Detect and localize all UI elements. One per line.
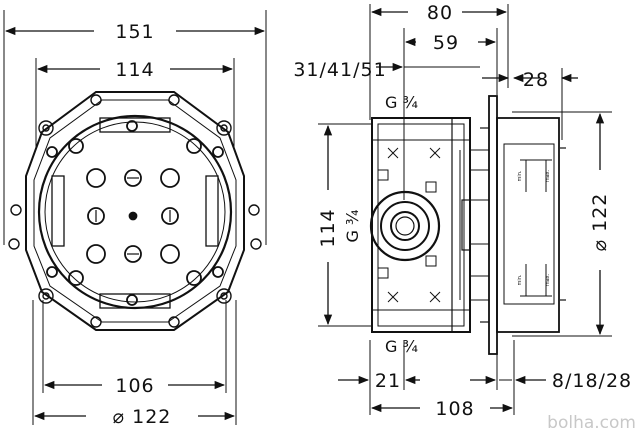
dim-depth-variants: 8/18/28 [552,370,632,392]
port-outer [369,190,441,262]
dim-height-114: 114 [317,208,339,247]
label-min-bottom: min. [517,274,523,285]
dim-bottom-width: 106 [115,375,154,397]
main-ring [37,114,233,310]
dim-inner-width: 114 [115,59,154,81]
housing-octagon [25,91,245,331]
port-bottom-label: G ¾ [385,337,418,356]
dim-total-width: 151 [115,21,154,43]
dim-108: 108 [435,398,474,420]
dim-width-59: 59 [433,32,459,54]
dim-21: 21 [375,370,401,392]
housing-body [371,117,471,333]
dim-28: 28 [523,69,549,91]
dim-variants: 31/41/51 [293,59,386,81]
watermark: bolha.com [547,413,636,433]
dim-side-diameter: ⌀ 122 [589,193,611,252]
dim-width-80: 80 [427,2,453,24]
port-left-label: G ¾ [343,210,362,243]
mounting-plate [488,95,498,355]
label-min-top: min. [517,170,523,181]
label-max-bottom: max. [545,273,551,286]
cover-box [496,117,560,333]
dim-front-diameter: ⌀ 122 [113,406,172,428]
front-view [3,10,267,425]
side-view [318,4,612,415]
port-top-label: G ¾ [385,93,418,112]
label-max-top: max. [545,169,551,182]
